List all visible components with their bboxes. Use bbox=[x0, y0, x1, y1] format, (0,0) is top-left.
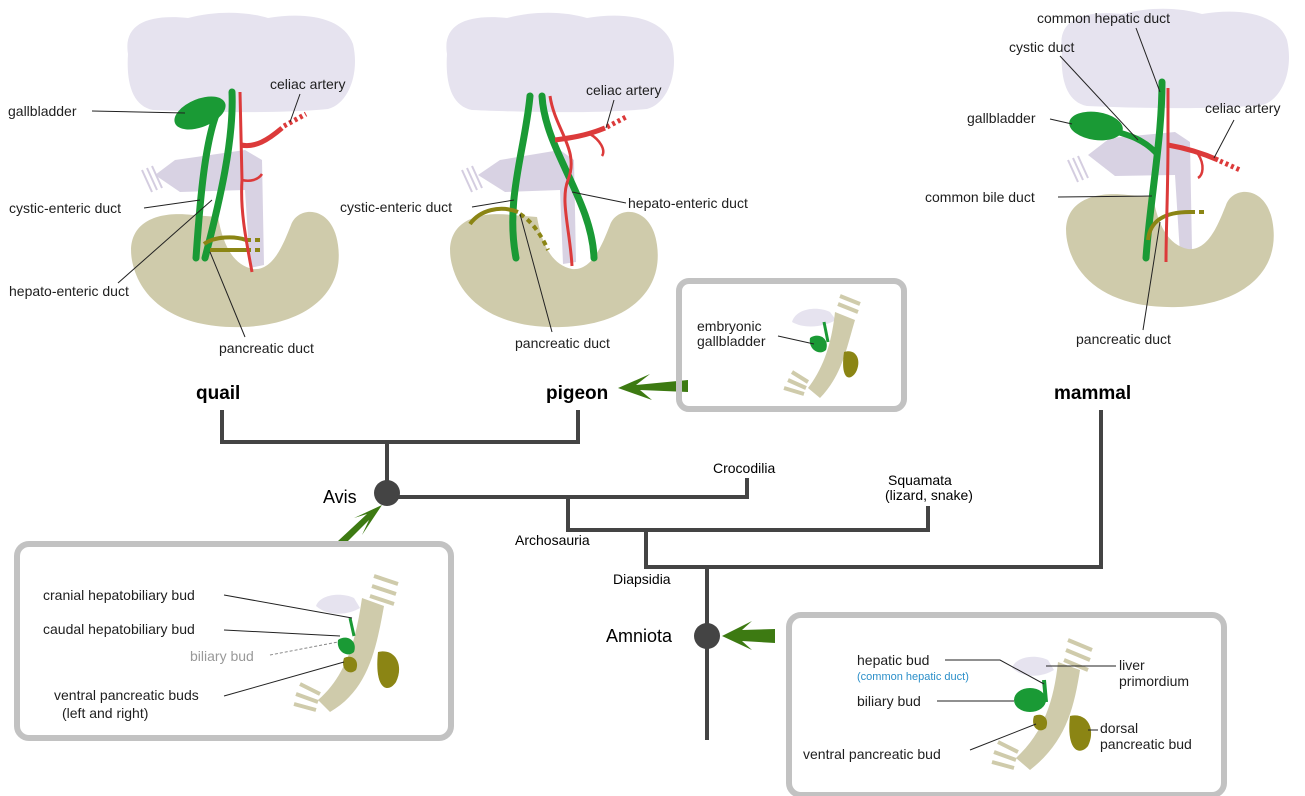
avis-embryo-gut bbox=[318, 598, 384, 712]
amniota-node bbox=[694, 623, 720, 649]
avis-ventral-label-1: ventral pancreatic buds bbox=[54, 687, 199, 703]
quail-duodenum bbox=[131, 211, 339, 328]
pigeon-embryo-label-2: gallbladder bbox=[697, 333, 766, 349]
pigeon-artery bbox=[548, 95, 574, 267]
species-quail: quail bbox=[196, 383, 240, 404]
amniota-embryo-gut bbox=[1016, 662, 1080, 770]
quail-stomach bbox=[155, 150, 264, 268]
mammal-anatomy: common hepatic duct cystic duct celiac a… bbox=[925, 8, 1290, 347]
pigeon-pancreatic-duct bbox=[468, 206, 519, 226]
clade-amniota: Amniota bbox=[606, 626, 673, 646]
pigeon-cystic-enteric-label: cystic-enteric duct bbox=[340, 199, 452, 215]
quail-hepato-enteric-label: hepato-enteric duct bbox=[9, 283, 129, 299]
amniota-biliary-label: biliary bud bbox=[857, 693, 921, 709]
arrow-to-pigeon bbox=[618, 374, 688, 400]
avis-ventral-label-2: (left and right) bbox=[62, 705, 148, 721]
quail-celiac-artery bbox=[240, 126, 284, 149]
mammal-gallbladder bbox=[1069, 111, 1123, 141]
pigeon-celiac-artery-label: celiac artery bbox=[586, 82, 661, 98]
clade-avis: Avis bbox=[323, 487, 357, 507]
avis-embryo-box bbox=[14, 541, 454, 741]
amniota-hepatic-label: hepatic bud bbox=[857, 652, 929, 668]
pigeon-embryo-panel: embryonic gallbladder bbox=[676, 278, 907, 412]
quail-cystic-enteric-label: cystic-enteric duct bbox=[9, 200, 121, 216]
avis-biliary-label: biliary bud bbox=[190, 648, 254, 664]
pigeon-embryo-box bbox=[676, 278, 907, 412]
amniota-liver-label-1: liver bbox=[1119, 657, 1145, 673]
mammal-stomach bbox=[1088, 132, 1192, 254]
quail-gallbladder-label: gallbladder bbox=[8, 103, 77, 119]
amniota-dorsal-label-2: pancreatic bud bbox=[1100, 736, 1192, 752]
quail-gallbladder bbox=[174, 96, 226, 130]
mammal-pancreatic-duct bbox=[1146, 210, 1191, 241]
amniota-biliary-bud bbox=[1014, 688, 1046, 712]
clade-squamata: Squamata bbox=[888, 472, 952, 488]
avis-cranial-label: cranial hepatobiliary bud bbox=[43, 587, 195, 603]
amniota-liver-label-2: primordium bbox=[1119, 673, 1189, 689]
clade-squamata-sub: (lizard, snake) bbox=[885, 487, 973, 503]
phylogenetic-tree bbox=[220, 410, 1103, 740]
quail-pancreatic-duct bbox=[202, 235, 247, 246]
mammal-common-bile-label: common bile duct bbox=[925, 189, 1035, 205]
amniota-ventral-label: ventral pancreatic bud bbox=[803, 746, 941, 762]
arrow-to-amniota bbox=[722, 621, 775, 650]
mammal-celiac-artery bbox=[1167, 142, 1220, 163]
mammal-common-hepatic-label: common hepatic duct bbox=[1037, 10, 1170, 26]
quail-cystic-enteric-duct bbox=[192, 106, 222, 262]
clade-diapsidia: Diapsidia bbox=[613, 571, 671, 587]
mammal-celiac-artery-label: celiac artery bbox=[1205, 100, 1280, 116]
mammal-artery bbox=[1164, 88, 1170, 263]
species-pigeon: pigeon bbox=[546, 383, 608, 404]
arrow-to-avis bbox=[338, 505, 382, 547]
clade-crocodilia: Crocodilia bbox=[713, 460, 775, 476]
avis-caudal-label: caudal hepatobiliary bud bbox=[43, 621, 195, 637]
mammal-duodenum bbox=[1066, 191, 1274, 308]
avis-embryo-panel: cranial hepatobiliary bud caudal hepatob… bbox=[14, 541, 454, 741]
mammal-cystic-duct-label: cystic duct bbox=[1009, 39, 1074, 55]
pigeon-anatomy: celiac artery cystic-enteric duct hepato… bbox=[340, 12, 748, 351]
mammal-pancreatic-label: pancreatic duct bbox=[1076, 331, 1171, 347]
pigeon-stomach bbox=[478, 150, 576, 264]
amniota-embryo-panel: hepatic bud (common hepatic duct) liver … bbox=[786, 612, 1227, 796]
pigeon-duodenum bbox=[450, 211, 658, 328]
amniota-dorsal-bud bbox=[1069, 715, 1092, 751]
amniota-ventral-bud bbox=[1033, 714, 1048, 731]
amniota-liver-primordium bbox=[1012, 656, 1054, 676]
species-mammal: mammal bbox=[1054, 383, 1131, 404]
pigeon-embryo-gut bbox=[808, 312, 855, 398]
clade-archosauria: Archosauria bbox=[515, 532, 590, 548]
quail-anatomy: celiac artery gallbladder cystic-enteric… bbox=[8, 12, 356, 356]
quail-celiac-artery-label: celiac artery bbox=[270, 76, 345, 92]
amniota-hepatic-bud bbox=[1042, 679, 1048, 703]
quail-artery bbox=[238, 91, 254, 273]
quail-hepato-enteric-duct bbox=[201, 88, 236, 262]
pigeon-hepato-enteric-label: hepato-enteric duct bbox=[628, 195, 748, 211]
mammal-gallbladder-label: gallbladder bbox=[967, 110, 1036, 126]
pigeon-embryo-label-1: embryonic bbox=[697, 318, 762, 334]
pigeon-cystic-enteric-duct bbox=[509, 92, 534, 262]
amniota-hepatic-sub: (common hepatic duct) bbox=[857, 671, 969, 683]
pigeon-celiac-artery bbox=[554, 125, 606, 143]
pigeon-pancreatic-label: pancreatic duct bbox=[515, 335, 610, 351]
quail-stomach-stripes bbox=[141, 165, 163, 193]
avis-node bbox=[374, 480, 400, 506]
amniota-embryo-box bbox=[786, 612, 1227, 796]
amniota-dorsal-label-1: dorsal bbox=[1100, 720, 1138, 736]
pigeon-embryonic-gallbladder bbox=[809, 335, 827, 353]
quail-pancreatic-label: pancreatic duct bbox=[219, 340, 314, 356]
